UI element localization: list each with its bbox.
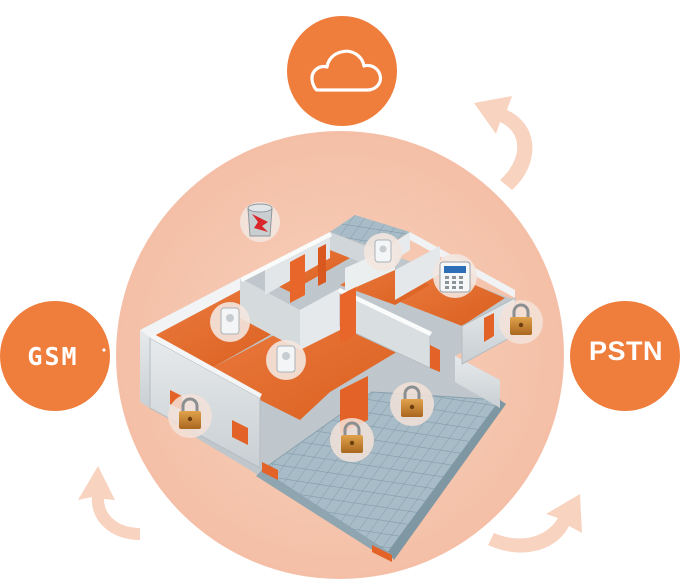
gsm-node <box>0 301 110 411</box>
pstn-label: PSTN <box>588 336 663 366</box>
padlock-icon <box>330 418 374 462</box>
padlock-icon <box>390 382 434 426</box>
motion-sensor-icon <box>374 239 392 263</box>
motion-sensor-icon <box>220 307 240 335</box>
arrow-bottom-left <box>78 466 140 540</box>
cloud-icon <box>310 49 383 92</box>
arrow-bottom-right <box>488 494 582 553</box>
padlocks <box>168 300 543 462</box>
cloud-node <box>287 16 397 126</box>
gsm-logo: GSM <box>27 342 79 371</box>
padlock-icon <box>499 300 543 344</box>
motion-sensor-icon <box>276 345 296 373</box>
door-center <box>340 287 356 343</box>
padlock-icon <box>168 394 212 438</box>
siren-icon <box>247 203 273 237</box>
door-hall <box>290 254 305 303</box>
keypad-icon <box>439 261 471 293</box>
front-right-wall <box>455 356 500 408</box>
arrow-top-right <box>474 96 533 190</box>
pstn-node <box>570 301 680 411</box>
house-model <box>140 202 520 562</box>
